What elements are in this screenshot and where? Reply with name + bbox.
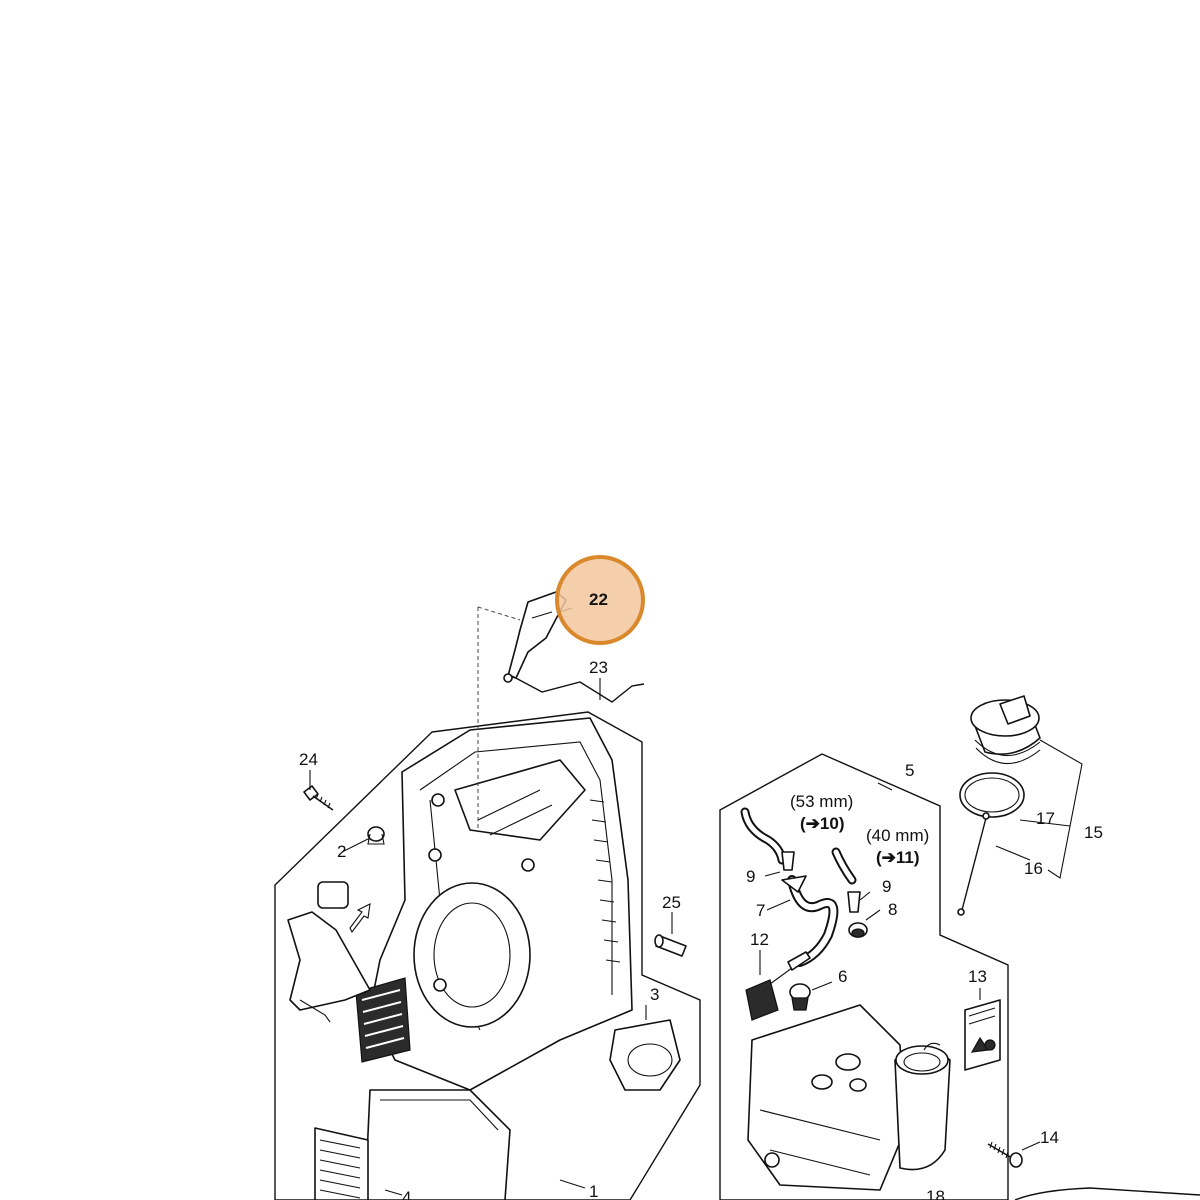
label-part-22[interactable]: 22 bbox=[589, 590, 608, 609]
fitting-part-9-right[interactable] bbox=[847, 891, 861, 913]
label-part-3[interactable]: 3 bbox=[650, 985, 659, 1004]
fuel-group-frame bbox=[719, 753, 1009, 1200]
assembly-line-22 bbox=[477, 606, 521, 830]
bushing-part-2[interactable] bbox=[367, 826, 385, 845]
label-part-15[interactable]: 15 bbox=[1084, 823, 1103, 842]
screw-part-14[interactable] bbox=[987, 1141, 1023, 1168]
label-part-17[interactable]: 17 bbox=[1036, 809, 1055, 828]
label-part-18[interactable]: 18 bbox=[926, 1187, 945, 1200]
tank-cap-part-15[interactable] bbox=[970, 695, 1041, 764]
label-part-7[interactable]: 7 bbox=[756, 901, 765, 920]
fitting-part-9-left[interactable] bbox=[781, 851, 795, 871]
bracket-15 bbox=[995, 739, 1083, 879]
retaining-cord-part-16[interactable] bbox=[957, 812, 990, 916]
throttle-rod-part-23[interactable] bbox=[511, 675, 645, 703]
side-handle-piece[interactable] bbox=[287, 881, 371, 1023]
note-ref-10: (➔10) bbox=[800, 814, 844, 833]
pin-part-25[interactable] bbox=[654, 934, 687, 957]
note-hose-40mm: (40 mm) bbox=[866, 826, 929, 845]
label-part-23[interactable]: 23 bbox=[589, 658, 608, 677]
fan-housing-part-1[interactable] bbox=[364, 717, 633, 1200]
label-part-14[interactable]: 14 bbox=[1040, 1128, 1059, 1147]
fuel-filter-part-12[interactable] bbox=[745, 950, 811, 1021]
label-sticker-part-4[interactable] bbox=[314, 1127, 369, 1200]
label-part-6[interactable]: 6 bbox=[838, 967, 847, 986]
o-ring-part-17[interactable] bbox=[959, 772, 1025, 818]
label-part-2[interactable]: 2 bbox=[337, 842, 346, 861]
highlight-part-22[interactable] bbox=[555, 555, 645, 645]
label-part-9-left[interactable]: 9 bbox=[746, 867, 755, 886]
label-part-13[interactable]: 13 bbox=[968, 967, 987, 986]
label-part-8[interactable]: 8 bbox=[888, 900, 897, 919]
label-part-1[interactable]: 1 bbox=[589, 1182, 598, 1200]
warning-label-part-13[interactable] bbox=[964, 999, 1001, 1071]
label-part-5[interactable]: 5 bbox=[905, 761, 914, 780]
housing-group-frame bbox=[274, 711, 701, 1200]
part-18-edge[interactable] bbox=[1014, 1187, 1200, 1200]
shroud-part-3[interactable] bbox=[609, 1019, 681, 1091]
vent-grille bbox=[355, 977, 411, 1063]
fuel-hose-40mm[interactable] bbox=[831, 847, 857, 885]
valve-part-6[interactable] bbox=[789, 983, 811, 1011]
label-part-9-right[interactable]: 9 bbox=[882, 877, 891, 896]
screw-part-24[interactable] bbox=[303, 785, 334, 811]
label-part-4[interactable]: 4 bbox=[402, 1188, 411, 1200]
label-part-25[interactable]: 25 bbox=[662, 893, 681, 912]
grommet-part-8[interactable] bbox=[848, 922, 868, 938]
fuel-tank[interactable] bbox=[747, 1004, 951, 1191]
fuel-hose-53mm[interactable] bbox=[740, 807, 787, 865]
note-ref-11: (➔11) bbox=[876, 848, 920, 867]
label-part-16[interactable]: 16 bbox=[1024, 859, 1043, 878]
label-part-24[interactable]: 24 bbox=[299, 750, 318, 769]
fuel-line-part-7[interactable] bbox=[781, 875, 839, 967]
note-hose-53mm: (53 mm) bbox=[790, 792, 853, 811]
label-part-12[interactable]: 12 bbox=[750, 930, 769, 949]
